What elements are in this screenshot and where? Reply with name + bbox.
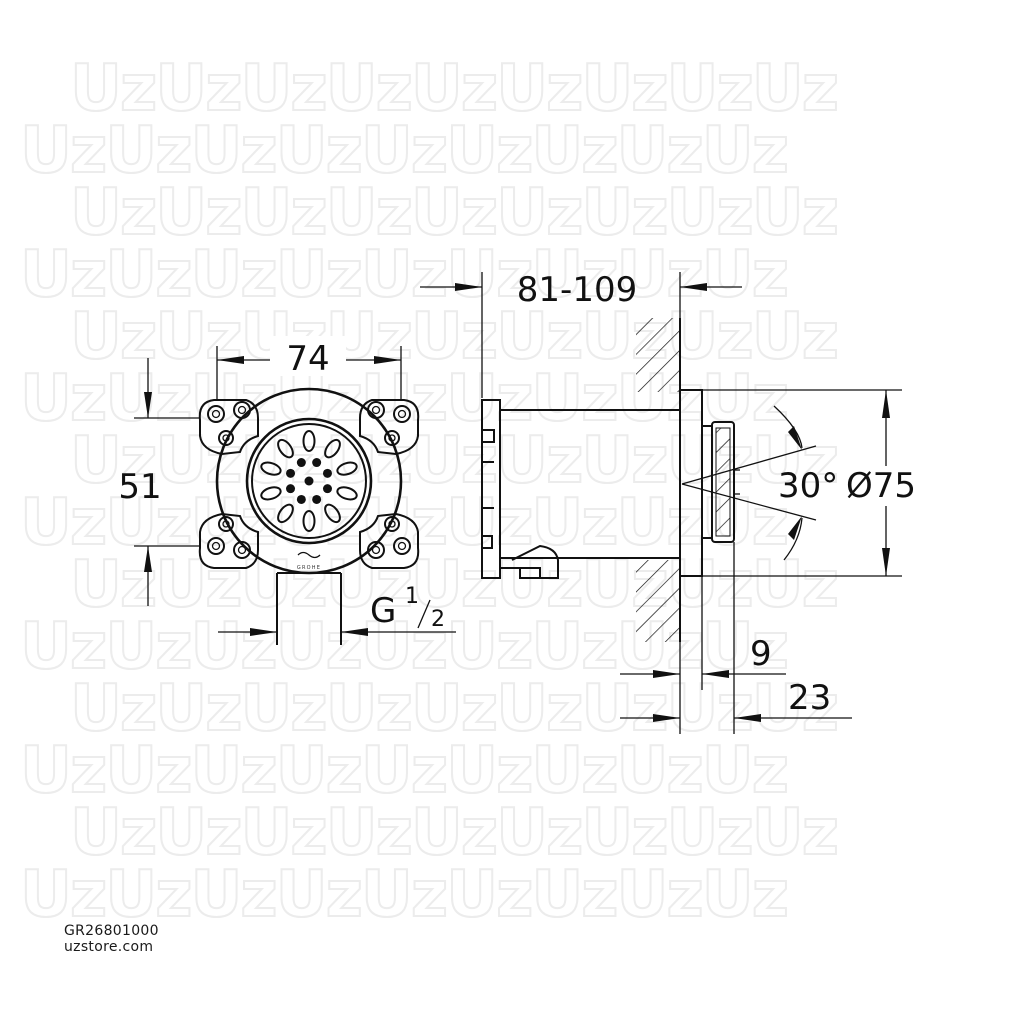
side-view: 30° Ø75 81-109 <box>420 270 926 734</box>
wall-section <box>636 318 681 642</box>
nozzle-slot <box>324 503 341 524</box>
stamp-text: GROHE <box>297 565 321 571</box>
nozzle-slot <box>336 461 358 476</box>
front-view: GROHE <box>198 387 420 645</box>
nozzle-dot <box>322 484 332 494</box>
mounting-bracket <box>198 399 420 569</box>
product-code: GR26801000 <box>64 923 159 939</box>
dimension-diameter: Ø75 <box>702 389 926 577</box>
dimension-width: 74 <box>216 336 402 400</box>
inlet-connection <box>276 572 342 645</box>
watermark-row: UzUzUzUzUzUzUzUzUz <box>70 300 837 374</box>
watermark-row: UzUzUzUzUzUzUzUzUz <box>70 52 837 126</box>
nozzle-slot <box>260 486 282 501</box>
watermark-row: UzUzUzUzUzUzUzUzUz <box>20 734 787 808</box>
nozzle-dot <box>312 494 322 504</box>
dimension-offset: 9 <box>620 576 786 734</box>
nozzle-slot <box>336 486 358 501</box>
nozzle-slot <box>302 430 316 452</box>
watermark-row: UzUzUzUzUzUzUzUzUz <box>20 238 787 312</box>
dimension-depth: 81-109 <box>420 270 742 398</box>
nozzle-dot <box>296 458 306 468</box>
angle-label: 30° <box>778 466 838 506</box>
thread-denominator: 2 <box>431 607 445 632</box>
watermark-row: UzUzUzUzUzUzUzUzUz <box>20 114 787 188</box>
store-url: uzstore.com <box>64 939 154 955</box>
logo-stamp: GROHE <box>297 551 321 571</box>
dimension-projection: 23 <box>620 542 852 734</box>
spray-head-outer <box>245 417 373 545</box>
thread-numerator: 1 <box>405 584 419 609</box>
spray-head-profile <box>702 421 740 543</box>
watermark-row: UzUzUzUzUzUzUzUzUz <box>70 548 837 622</box>
nozzle-slot <box>260 461 282 476</box>
nozzle-slot <box>324 438 341 459</box>
watermark-row: UzUzUzUzUzUzUzUzUz <box>70 672 837 746</box>
depth-label: 81-109 <box>517 270 637 310</box>
offset-label: 9 <box>750 634 772 674</box>
nozzle-dot <box>322 468 332 478</box>
watermark-row: UzUzUzUzUzUzUzUzUz <box>70 796 837 870</box>
nozzle-center <box>304 476 314 486</box>
dimension-height: 51 <box>118 358 200 606</box>
nozzle-dot <box>312 458 322 468</box>
watermark-row: UzUzUzUzUzUzUzUzUz <box>20 858 787 932</box>
watermark-row: UzUzUzUzUzUzUzUzUz <box>70 176 837 250</box>
projection-label: 23 <box>788 678 831 718</box>
spray-nozzles <box>260 430 358 532</box>
nozzle-slot <box>277 503 294 524</box>
nozzle-dot <box>286 468 296 478</box>
nozzle-dot <box>296 494 306 504</box>
nozzle-slot <box>277 438 294 459</box>
dim-51-label: 51 <box>118 467 161 507</box>
nozzle-dot <box>286 484 296 494</box>
diameter-label: Ø75 <box>846 466 916 506</box>
dim-74-label: 74 <box>286 339 329 379</box>
nozzle-slot <box>302 510 316 532</box>
spray-angle: 30° <box>681 405 838 561</box>
trim-plate <box>679 389 703 577</box>
dimension-thread: G 1 2 <box>218 584 456 636</box>
thread-label: G <box>370 591 396 631</box>
